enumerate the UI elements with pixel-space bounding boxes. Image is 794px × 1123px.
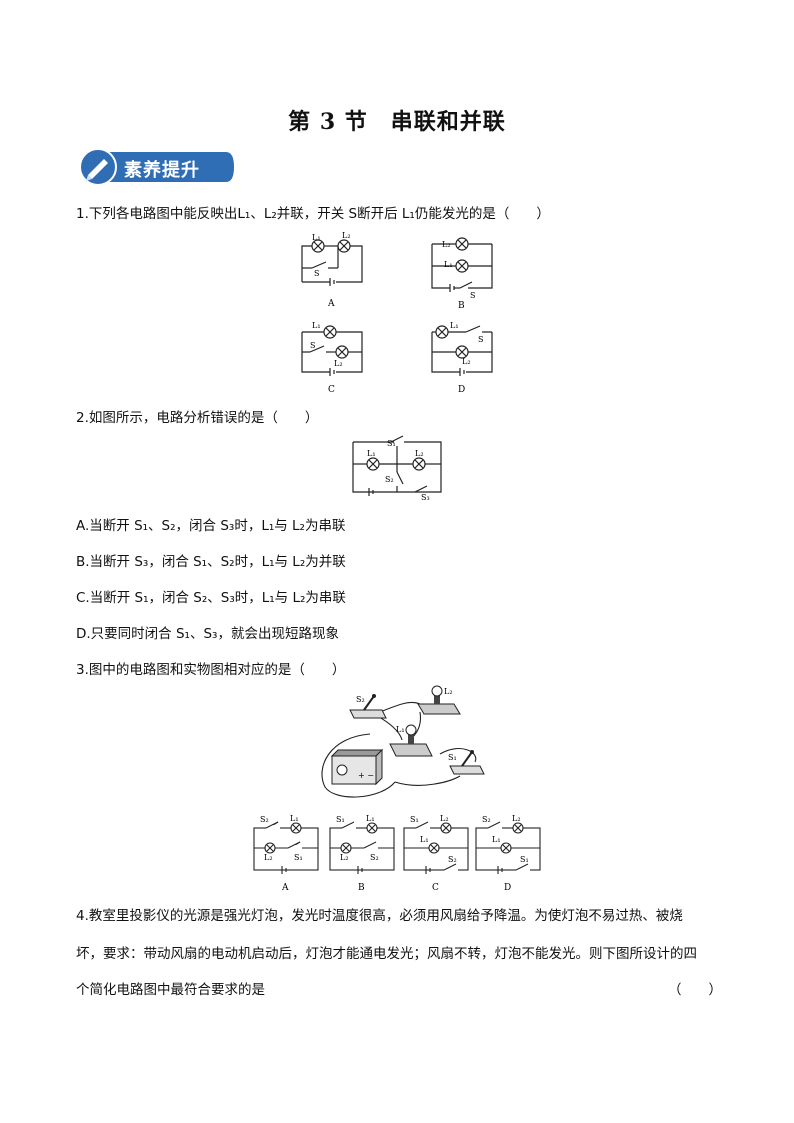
q3-circuit-b [329,822,395,874]
svg-text:L₂: L₂ [442,240,451,249]
svg-text:L₂: L₂ [334,359,343,368]
pencil-icon [86,159,108,181]
svg-text:L₁: L₁ [367,449,376,458]
svg-text:S₁: S₁ [520,855,529,864]
svg-text:L₁: L₁ [312,321,321,330]
q1-circuit-b: L₂ L₁ S B [431,237,493,311]
svg-text:L₁: L₁ [492,835,501,844]
svg-text:S₁: S₁ [410,815,419,824]
q3-label-b: B [358,883,365,892]
svg-text:L₁: L₁ [290,814,299,823]
svg-text:S₃: S₃ [421,493,430,502]
svg-text:S: S [314,269,319,278]
svg-text:S₁: S₁ [294,853,303,862]
svg-text:S₂: S₂ [260,815,269,824]
q2-option-a: A.当断开 S₁、S₂，闭合 S₃时，L₁与 L₂为串联 [76,518,346,534]
svg-text:S: S [478,335,483,344]
svg-text:S: S [310,341,315,350]
svg-text:S₁: S₁ [336,815,345,824]
svg-text:L₁: L₁ [312,233,321,242]
question-4-line-2: 坏，要求：带动风扇的电动机启动后，灯泡才能通电发光；风扇不转，灯泡不能发光。则下… [76,946,697,962]
bulb-l1-icon [389,724,433,757]
svg-text:L₂: L₂ [444,687,453,696]
q3-label-c: C [432,883,439,892]
svg-text:L₂: L₂ [462,357,471,366]
q2-circuit: S₁ L₁ L₂ S₂ S₃ [352,435,442,502]
badge-label: 素养提升 [124,160,200,181]
svg-text:+ −: + − [358,771,374,780]
q3-circuit-options: S₂ L₁ L₂ S₁ A S₁ L₁ L₂ S₂ B S₁ L₂ L₁ S₂ C [253,814,541,892]
question-4-line-1: 4.教室里投影仪的光源是强光灯泡，发光时温度很高，必须用风扇给予降温。为使灯泡不… [76,908,683,924]
q1-circuit-d: L₁ S L₂ D [431,321,493,395]
svg-text:S: S [470,291,475,300]
svg-text:S₂: S₂ [385,475,394,484]
svg-text:L₁: L₁ [450,321,459,330]
q1-label-c: C [328,385,335,395]
switch-s2-icon [349,694,387,719]
svg-text:L₂: L₂ [340,853,349,862]
q3-circuit-d [475,822,541,874]
svg-text:S₂: S₂ [482,815,491,824]
q3-circuit-a [253,821,319,874]
q2-option-b: B.当断开 S₃，闭合 S₁、S₂时，L₁与 L₂为并联 [76,554,346,570]
svg-text:S₂: S₂ [370,853,379,862]
q1-label-b: B [458,301,465,311]
svg-text:L₂: L₂ [264,853,273,862]
svg-text:S₁: S₁ [387,439,396,448]
svg-text:L₂: L₂ [415,449,424,458]
question-4-answer-blank: （ ） [668,982,722,998]
bulb-l2-icon [417,685,461,715]
svg-text:S₂: S₂ [448,855,457,864]
svg-text:L₂: L₂ [512,814,521,823]
question-4-line-3: 个简化电路图中最符合要求的是 [76,982,265,998]
q2-option-c: C.当断开 S₁，闭合 S₂、S₃时，L₁与 L₂为串联 [76,590,346,606]
svg-text:L₁: L₁ [396,725,405,734]
q3-label-a: A [281,883,289,892]
question-3-text: 3.图中的电路图和实物图相对应的是（ ） [76,662,346,678]
svg-text:L₁: L₁ [366,814,375,823]
battery-box-icon: + − [330,748,384,786]
section-badge: 素养提升 [76,148,234,186]
q1-circuit-c: L₁ S L₂ C [301,321,363,395]
svg-text:L₂: L₂ [342,232,351,240]
question-1-text: 1.下列各电路图中能反映出L₁、L₂并联，开关 S断开后 L₁仍能发光的是（ ） [76,206,550,222]
q2-option-d: D.只要同时闭合 S₁、S₃，就会出现短路现象 [76,626,339,642]
svg-text:L₂: L₂ [440,814,449,823]
q3-circuit-c [403,822,469,874]
svg-text:L₁: L₁ [444,260,453,269]
question-2-text: 2.如图所示，电路分析错误的是（ ） [76,410,319,426]
svg-text:L₁: L₁ [420,835,429,844]
q1-circuit-a: L₁ L₂ S A [301,232,363,309]
switch-s1-icon [449,750,485,775]
q1-label-d: D [458,385,465,395]
svg-text:S₁: S₁ [448,753,457,762]
q1-label-a: A [327,299,335,309]
q3-label-d: D [504,883,511,892]
page-title: 第 3 节 串联和并联 [288,109,506,135]
q3-physical-circuit: S₂ L₂ L₁ + − S₁ [321,685,485,798]
svg-text:S₂: S₂ [356,695,365,704]
